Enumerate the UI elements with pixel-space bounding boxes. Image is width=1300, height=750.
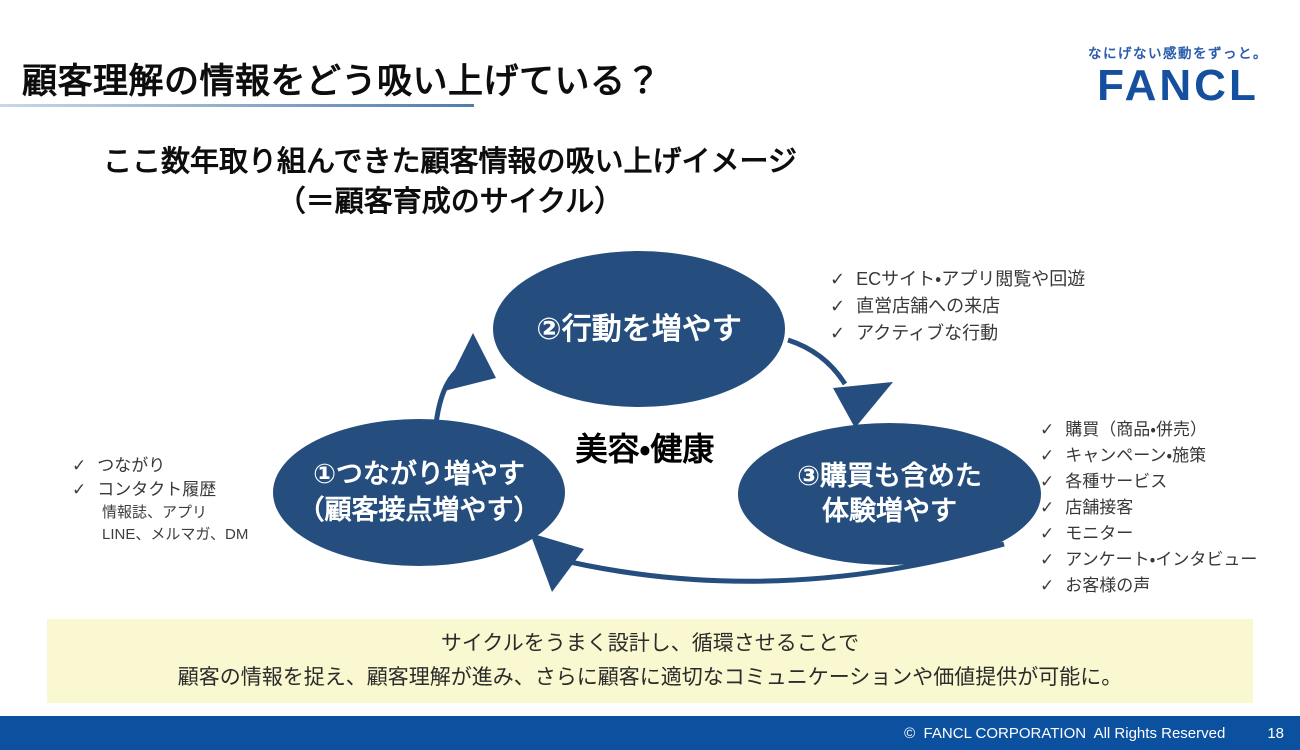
- check-icon: ✓: [830, 296, 846, 316]
- check-icon: ✓: [72, 456, 87, 475]
- list-item: ✓ 直営店舗への来店: [830, 293, 1085, 320]
- fancl-logo: なにげない感動をずっと。 FANCL: [1078, 42, 1278, 109]
- list-item: ✓ キャンペーン・施策: [1040, 443, 1257, 469]
- check-icon: ✓: [1040, 472, 1055, 491]
- summary-line1: サイクルをうまく設計し、循環させることで: [440, 632, 860, 656]
- diagram-heading-line2: （＝顧客育成のサイクル）: [276, 186, 624, 219]
- arrow-head-2-to-3-icon: [833, 382, 893, 428]
- arrow-head-1-to-2-icon: [444, 333, 496, 391]
- bullet-text: 直営店舗への来店: [856, 296, 1001, 316]
- bullet-text: モニター: [1065, 524, 1134, 543]
- list-item: ✓ アンケート・インタビュー: [1040, 547, 1257, 573]
- footer-bar: © FANCL CORPORATION All Rights Reserved …: [0, 716, 1300, 750]
- bullet-list-connections: ✓ つながり ✓ コンタクト履歴 情報誌、アプリ LINE、メルマガ、DM: [72, 454, 248, 546]
- bullet-text: アクティブな行動: [856, 323, 999, 343]
- list-item: ✓ 各種サービス: [1040, 469, 1257, 495]
- arrow-head-3-to-1-icon: [530, 533, 584, 592]
- arrow-curve-2-to-3: [787, 337, 848, 386]
- list-item: ✓ 購買（商品・併売）: [1040, 417, 1257, 443]
- bullet-list-actions: ✓ ECサイト・アプリ閲覧や回遊 ✓ 直営店舗への来店 ✓ アクティブな行動: [830, 266, 1085, 347]
- check-icon: ✓: [1040, 576, 1055, 595]
- diagram-heading-line1: ここ数年取り組んできた顧客情報の吸い上げイメージ: [103, 146, 797, 178]
- list-item: ✓ コンタクト履歴: [72, 478, 248, 502]
- check-icon: ✓: [1040, 420, 1055, 439]
- list-item: ✓ モニター: [1040, 521, 1257, 547]
- summary-line2: 顧客の情報を捉え、顧客理解が進み、さらに顧客に適切なコミュニケーションや価値提供…: [177, 666, 1123, 689]
- fancl-logo-text: FANCL: [1097, 61, 1259, 110]
- check-icon: ✓: [1040, 498, 1055, 517]
- node2-label: ②行動を増やす: [536, 312, 742, 346]
- diagram-heading: ここ数年取り組んできた顧客情報の吸い上げイメージ （＝顧客育成のサイクル）: [90, 142, 810, 222]
- summary-callout: サイクルをうまく設計し、循環させることで 顧客の情報を捉え、顧客理解が進み、さら…: [47, 619, 1253, 703]
- check-icon: ✓: [1040, 550, 1055, 569]
- bullet-text: つながり: [97, 456, 166, 475]
- list-item: ✓ 店舗接客: [1040, 495, 1257, 521]
- check-icon: ✓: [830, 323, 846, 343]
- bullet-subnote: LINE、メルマガ、DM: [102, 526, 249, 543]
- bullet-text: 購買（商品・併売）: [1065, 420, 1208, 439]
- cycle-center-label: 美容・健康: [575, 431, 715, 467]
- bullet-text: ECサイト・アプリ閲覧や回遊: [856, 269, 1086, 289]
- bullet-text: お客様の声: [1065, 576, 1151, 595]
- list-item: ✓ お客様の声: [1040, 573, 1257, 599]
- cycle-node-2-increase-actions: ②行動を増やす: [493, 251, 785, 407]
- node1-label-line2: （顧客接点増やす）: [297, 494, 541, 525]
- bullet-text: コンタクト履歴: [97, 480, 217, 499]
- cycle-node-3-increase-experiences: ③購買も含めた 体験増やす: [738, 423, 1041, 565]
- bullet-text: 店舗接客: [1065, 498, 1134, 517]
- node1-label-line1: ①つながり増やす: [313, 459, 525, 490]
- list-item: ✓ ECサイト・アプリ閲覧や回遊: [830, 266, 1085, 293]
- bullet-text: 各種サービス: [1065, 472, 1168, 491]
- cycle-node-1-increase-connections: ①つながり増やす （顧客接点増やす）: [273, 419, 565, 566]
- check-icon: ✓: [72, 480, 87, 499]
- title-underline: [0, 104, 474, 107]
- check-icon: ✓: [1040, 524, 1055, 543]
- check-icon: ✓: [830, 269, 846, 289]
- copyright-text: © FANCL CORPORATION All Rights Reserved: [904, 724, 1226, 742]
- list-item: ✓ アクティブな行動: [830, 320, 1085, 347]
- node3-label-line2: 体験増やす: [822, 496, 957, 526]
- page-title: 顧客理解の情報をどう吸い上げている？: [22, 62, 662, 102]
- logo-tagline: なにげない感動をずっと。: [1088, 46, 1268, 61]
- node3-label-line1: ③購買も含めた: [797, 460, 982, 491]
- check-icon: ✓: [1040, 446, 1055, 465]
- list-item: ✓ つながり: [72, 454, 248, 478]
- bullet-text: アンケート・インタビュー: [1065, 550, 1258, 569]
- bullet-subnote: 情報誌、アプリ: [102, 504, 208, 521]
- page-number: 18: [1267, 724, 1284, 742]
- bullet-list-experiences: ✓ 購買（商品・併売） ✓ キャンペーン・施策 ✓ 各種サービス ✓ 店舗接客 …: [1040, 417, 1257, 599]
- bullet-text: キャンペーン・施策: [1065, 446, 1207, 465]
